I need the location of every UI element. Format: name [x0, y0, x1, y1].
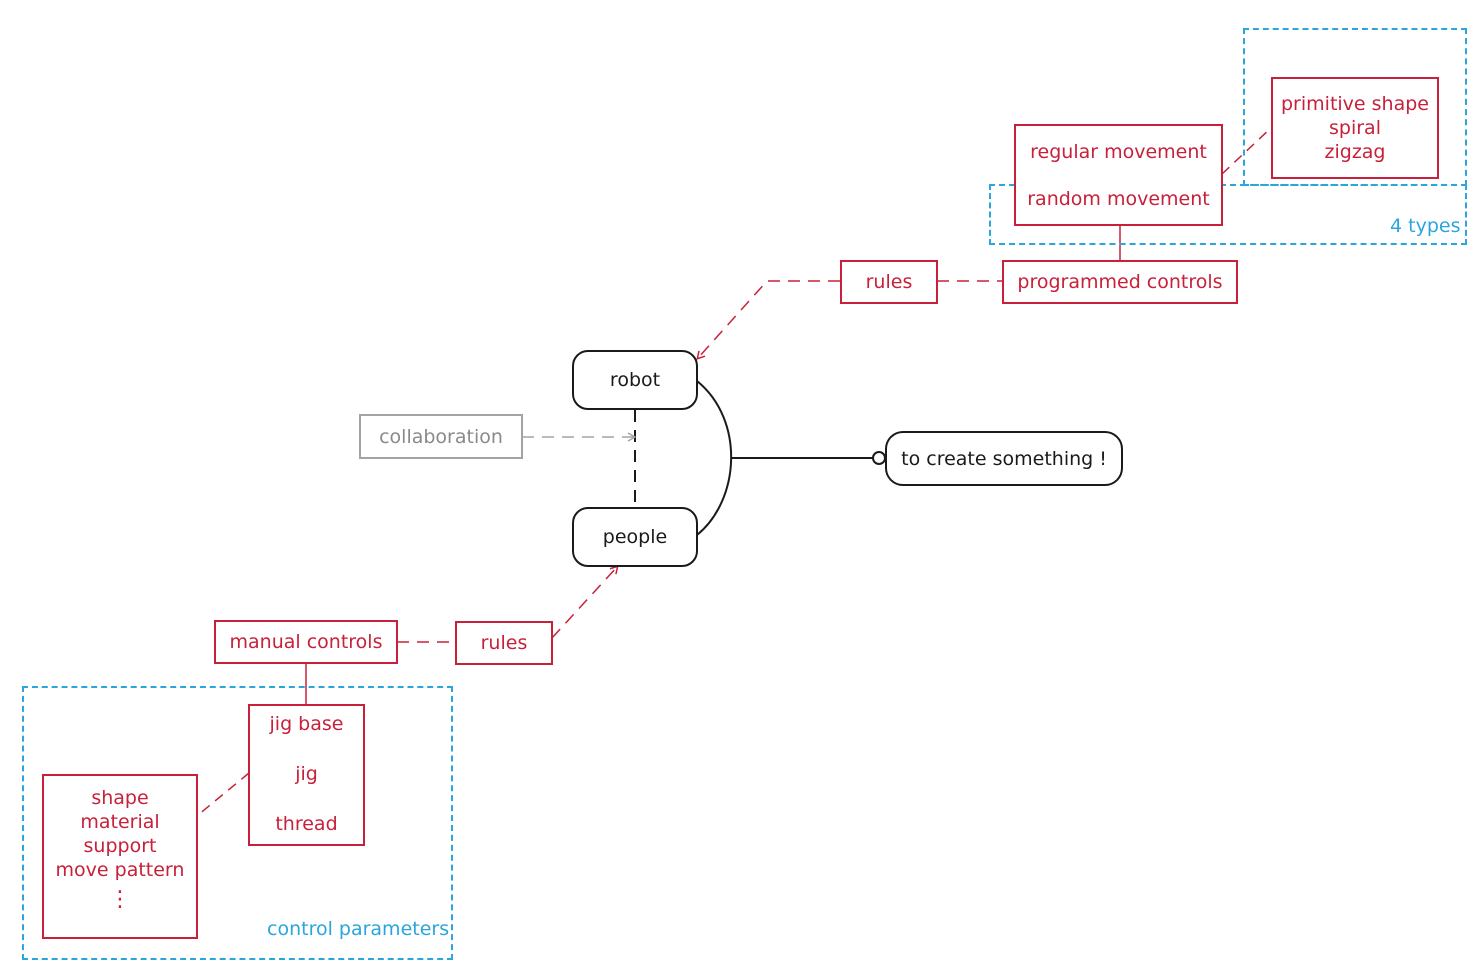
control-parameters-label: control parameters — [267, 918, 450, 940]
control-parameters-group — [22, 686, 453, 960]
ellipsis-line: ⋮ — [109, 887, 131, 912]
robot-node: robot — [572, 350, 698, 410]
robot-people-arc — [696, 380, 733, 536]
collaboration-node: collaboration — [359, 414, 523, 459]
jig-label: jig — [295, 763, 318, 785]
rules-top-node: rules — [840, 260, 938, 304]
material-line: material — [80, 811, 160, 833]
spiral-line: spiral — [1329, 117, 1381, 139]
support-line: support — [83, 835, 157, 857]
jig-base-label: jig base — [269, 713, 344, 735]
move-pattern-line: move pattern — [55, 859, 185, 881]
jig-params-link — [197, 772, 250, 816]
rules-to-people-arrow — [551, 565, 619, 639]
parameters-node: shape material support move pattern ⋮ — [42, 774, 198, 939]
regular-movement-label: regular movement — [1030, 140, 1207, 163]
goal-node: to create something ! — [885, 431, 1123, 486]
primitive-shape-line: primitive shape — [1281, 93, 1429, 115]
random-movement-label: random movement — [1027, 187, 1210, 210]
rules-to-robot-arrow — [696, 280, 840, 360]
movement-types-node: regular movement random movement — [1014, 124, 1223, 226]
rules-bottom-node: rules — [455, 621, 553, 665]
primitive-shape-node: primitive shape spiral zigzag — [1271, 77, 1439, 179]
jig-node: jig base jig thread — [248, 704, 365, 846]
shape-line: shape — [91, 787, 149, 809]
thread-label: thread — [275, 813, 338, 835]
four-types-label: 4 types — [1390, 215, 1461, 237]
goal-connector-end — [872, 451, 886, 465]
movement-primitive-link — [1221, 126, 1273, 175]
four-types-group-lower — [989, 184, 1467, 245]
programmed-controls-node: programmed controls — [1002, 260, 1238, 304]
people-node: people — [572, 507, 698, 567]
manual-controls-node: manual controls — [214, 620, 398, 664]
zigzag-line: zigzag — [1324, 141, 1386, 163]
